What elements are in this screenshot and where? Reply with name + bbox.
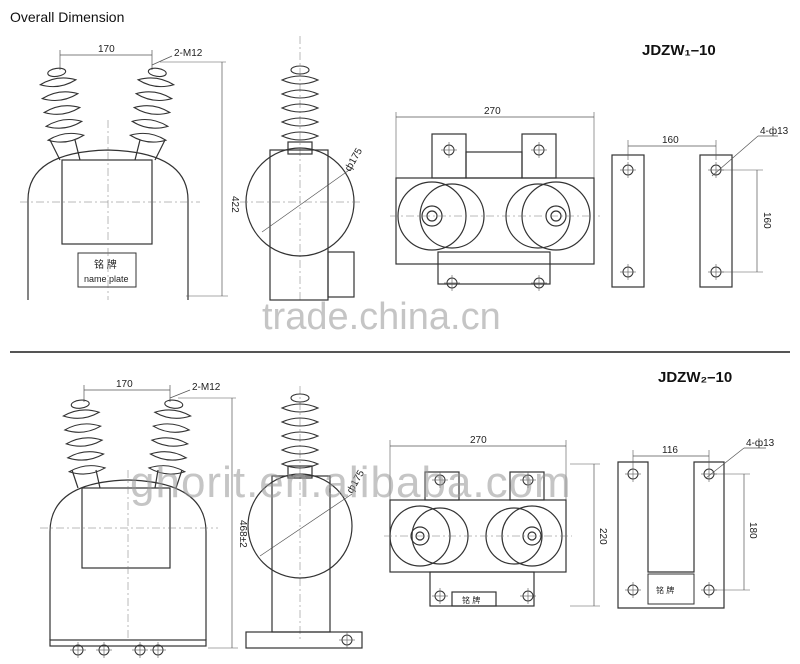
- front-1-bolt-note: 2-M12: [174, 48, 203, 59]
- front-2-height-dim: 468±2: [237, 520, 248, 548]
- base-2-width-dim: 116: [662, 445, 678, 456]
- page-title: Overall Dimension: [10, 9, 125, 25]
- top-2-height-dim: 220: [597, 528, 608, 545]
- watermark-alibaba: ghorit.en.alibaba.com: [130, 458, 572, 507]
- front-view-2: [40, 385, 238, 659]
- base-2-plate-cn: 铭 牌: [656, 585, 674, 595]
- front-2-bolt-note: 2-M12: [192, 382, 221, 393]
- base-1-height-dim: 160: [761, 212, 772, 229]
- side-1-dia-dim: ф175: [342, 146, 365, 174]
- side-view-2: [245, 386, 363, 649]
- base-view-2: [617, 447, 766, 609]
- front-2-width-dim: 170: [116, 379, 133, 390]
- base-1-hole-note: 4-ф13: [760, 125, 789, 137]
- base-1-width-dim: 160: [662, 135, 679, 146]
- watermark-trade-china: trade.china.cn: [262, 296, 501, 338]
- base-view-1: [611, 135, 778, 288]
- base-2-height-dim: 180: [747, 522, 758, 539]
- front-1-width-dim: 170: [98, 44, 115, 55]
- top-view-2: [384, 440, 600, 607]
- model-label-jdzw1: JDZW₁–10: [642, 42, 716, 59]
- front-1-height-dim: 422: [229, 196, 240, 213]
- top-1-width-dim: 270: [484, 106, 501, 117]
- base-2-hole-note: 4-ф13: [746, 437, 775, 449]
- side-view-1: [240, 36, 362, 301]
- top-view-1: [390, 112, 600, 292]
- front-view-1: [20, 50, 228, 300]
- front-1-plate-en: name plate: [84, 274, 129, 284]
- model-label-jdzw2: JDZW₂–10: [658, 369, 733, 386]
- top-2-width-dim: 270: [470, 435, 487, 446]
- front-1-plate-cn: 铭 牌: [94, 258, 117, 271]
- top-2-plate-cn: 铭 牌: [462, 595, 480, 605]
